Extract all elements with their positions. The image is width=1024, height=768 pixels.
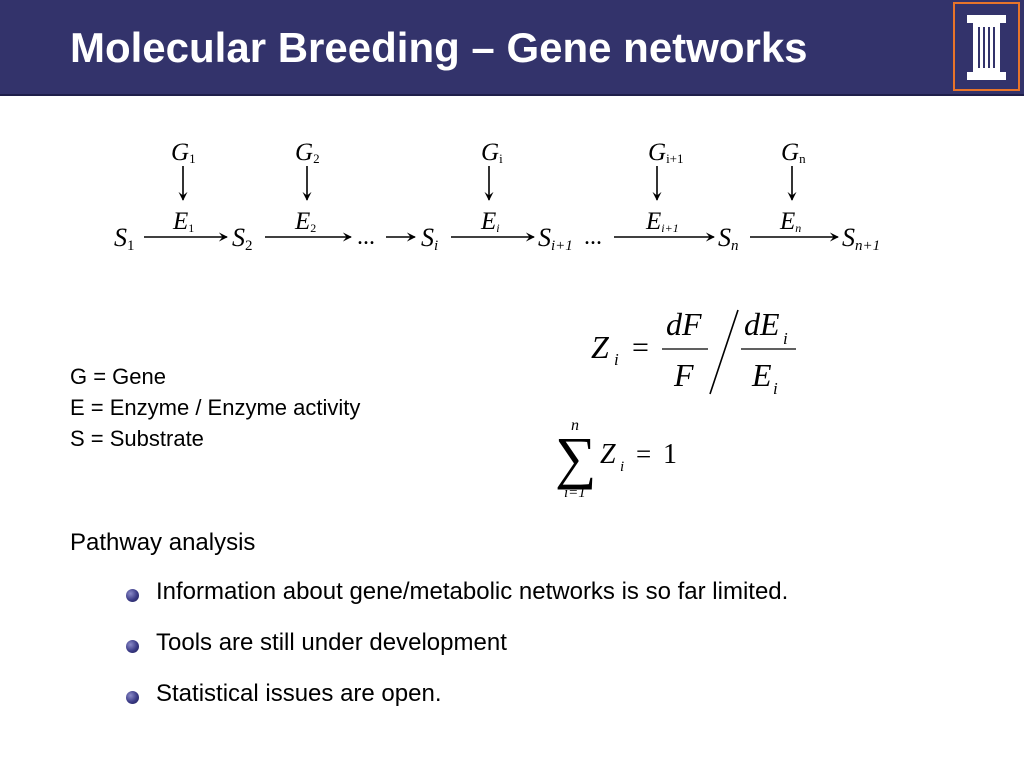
bullet-icon (126, 589, 139, 602)
pathway-diagram: G1 G2 Gi Gi+1 Gn E1 E2 Ei Ei+1 En S1 S2 … (114, 139, 880, 254)
sum-one: 1 (663, 439, 677, 470)
gene-label-i: Gi (481, 139, 503, 166)
bullet-icon (126, 640, 139, 653)
enzyme-label-n: En (779, 208, 801, 235)
gene-label-i-plus-1: Gi+1 (648, 139, 684, 166)
legend-item-gene: G = Gene (70, 364, 167, 389)
section-heading: Pathway analysis (70, 529, 256, 556)
sum-z-subscript: i (620, 459, 624, 475)
summation-equation: n ∑ i=1 Z i = 1 (555, 417, 677, 501)
eq-equals: = (632, 331, 649, 364)
sum-equals: = (636, 439, 651, 469)
eq-e-subscript: i (773, 379, 778, 398)
ellipsis-2: ... (584, 224, 602, 250)
substrate-label-1: S1 (114, 223, 135, 254)
enzyme-label-1: E1 (172, 208, 194, 235)
sum-upper-limit: n (571, 417, 579, 434)
eq-de: dE (744, 306, 780, 342)
substrate-label-n: Sn (718, 223, 739, 254)
sum-lower-limit: i=1 (564, 485, 586, 501)
bullet-text: Tools are still under development (156, 629, 507, 656)
eq-z-subscript: i (614, 350, 619, 369)
eq-e: E (751, 357, 772, 393)
eq-z-symbol: Z (591, 329, 610, 365)
ellipsis-1: ... (357, 224, 375, 250)
bullet-text: Statistical issues are open. (156, 680, 442, 707)
gene-label-1: G1 (171, 139, 196, 166)
substrate-label-i: Si (421, 223, 438, 254)
eq-de-subscript: i (783, 329, 788, 348)
legend: G = Gene E = Enzyme / Enzyme activity S … (70, 361, 360, 454)
enzyme-label-i: Ei (480, 208, 500, 235)
sum-z-symbol: Z (600, 439, 616, 470)
substrate-label-2: S2 (232, 223, 253, 254)
bullet-icon (126, 691, 139, 704)
enzyme-label-i-plus-1: Ei+1 (645, 208, 679, 235)
legend-item-substrate: S = Substrate (70, 426, 204, 451)
slide-header: Molecular Breeding – Gene networks (0, 0, 1024, 96)
gene-label-n: Gn (781, 139, 806, 166)
eq-f: F (673, 357, 694, 393)
slide-title: Molecular Breeding – Gene networks (70, 24, 808, 71)
substrate-label-i-plus-1: Si+1 (538, 223, 573, 254)
university-logo (953, 2, 1020, 91)
bullet-text: Information about gene/metabolic network… (156, 578, 789, 605)
gene-label-2: G2 (295, 139, 320, 166)
legend-item-enzyme: E = Enzyme / Enzyme activity (70, 395, 361, 420)
substrate-label-n-plus-1: Sn+1 (842, 223, 880, 254)
eq-divide-slash (709, 309, 739, 395)
enzyme-label-2: E2 (294, 208, 316, 235)
sum-sigma: ∑ (555, 425, 596, 490)
eq-df: dF (666, 306, 702, 342)
flux-control-equation: Z i = dF F dE i E i (591, 306, 796, 398)
